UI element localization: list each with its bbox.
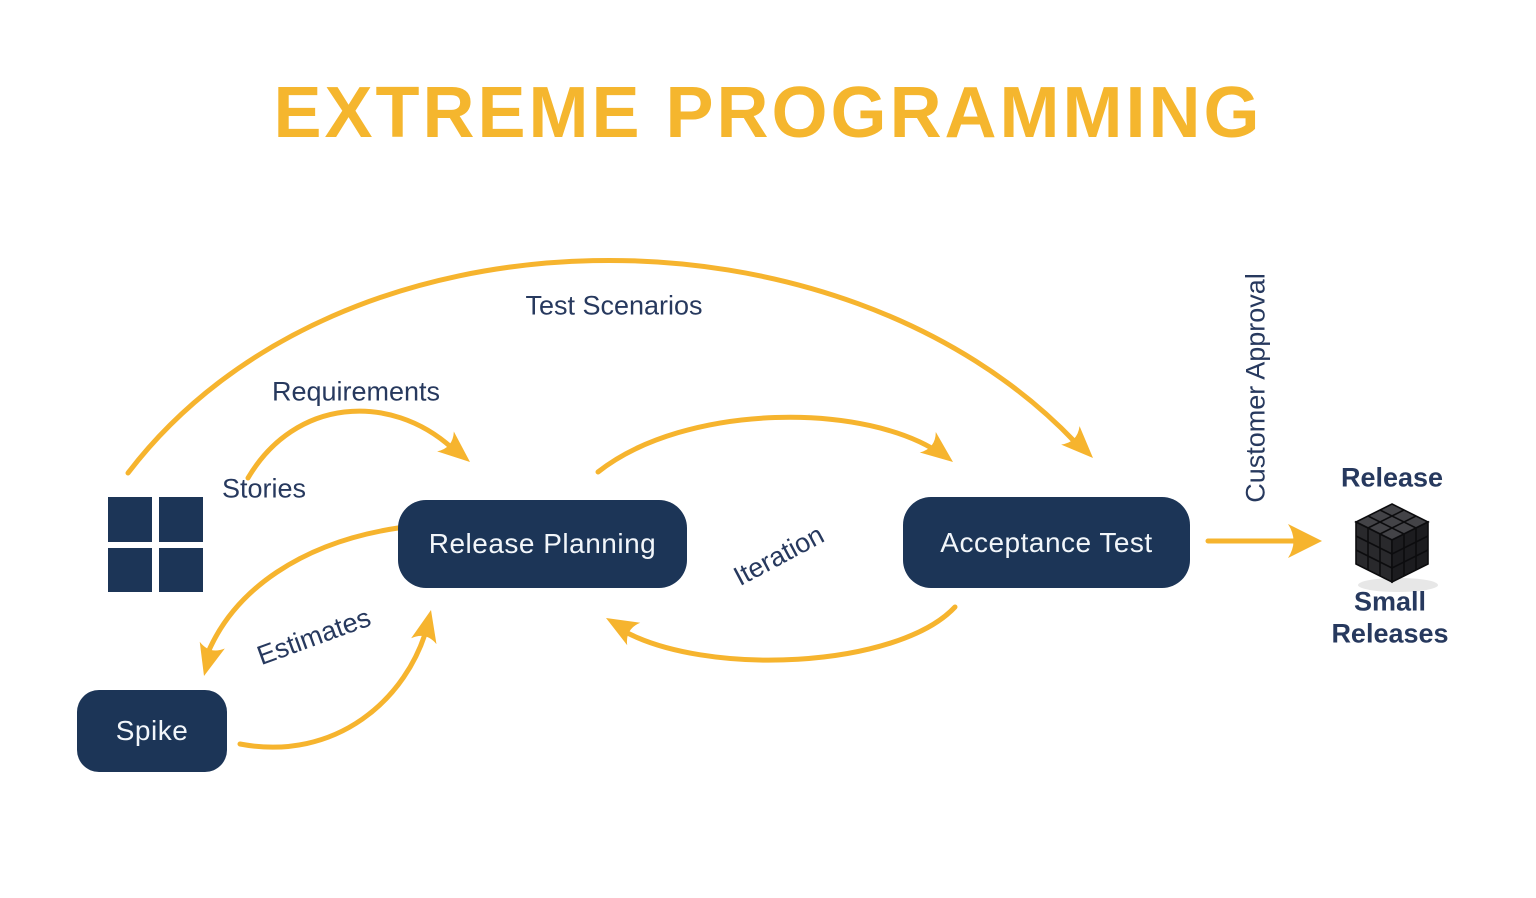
spike-to-planning-arc <box>237 621 431 750</box>
iteration-top-arc <box>595 414 947 475</box>
requirements-arc <box>245 408 455 481</box>
arrowhead-iteration-top <box>919 432 953 462</box>
node-release-planning-label: Release Planning <box>428 528 657 559</box>
edge-label-test-scenarios: Test Scenarios <box>525 290 703 321</box>
node-release-planning: Release Planning <box>398 500 687 588</box>
arrowhead-iteration-bottom <box>606 618 641 646</box>
release-label: Release <box>1340 462 1444 493</box>
page-title: EXTREME PROGRAMMING <box>273 73 1263 153</box>
arrowhead-requirements <box>437 431 470 462</box>
node-spike: Spike <box>77 690 227 772</box>
arrowhead-to-spike <box>199 641 225 676</box>
edge-label-requirements: Requirements <box>271 376 441 407</box>
iteration-bottom-arc <box>617 604 958 663</box>
test-scenarios-arc <box>125 257 1078 476</box>
window-grid-icon <box>108 497 203 592</box>
edge-label-customer-approval: Customer Approval <box>1240 273 1271 503</box>
node-acceptance-test-label: Acceptance Test <box>940 526 1153 558</box>
small-releases-label: Small Releases <box>1331 586 1449 649</box>
arrowhead-test-scenarios <box>1061 426 1093 458</box>
arrowhead-to-planning-from-spike <box>411 610 437 645</box>
node-acceptance-test: Acceptance Test <box>903 497 1190 588</box>
edge-label-stories: Stories <box>221 473 307 504</box>
planning-to-spike-arc <box>202 525 401 663</box>
node-spike-label: Spike <box>115 715 189 746</box>
arrowhead-customer-approval <box>1288 524 1322 558</box>
cube-icon <box>1354 503 1438 592</box>
